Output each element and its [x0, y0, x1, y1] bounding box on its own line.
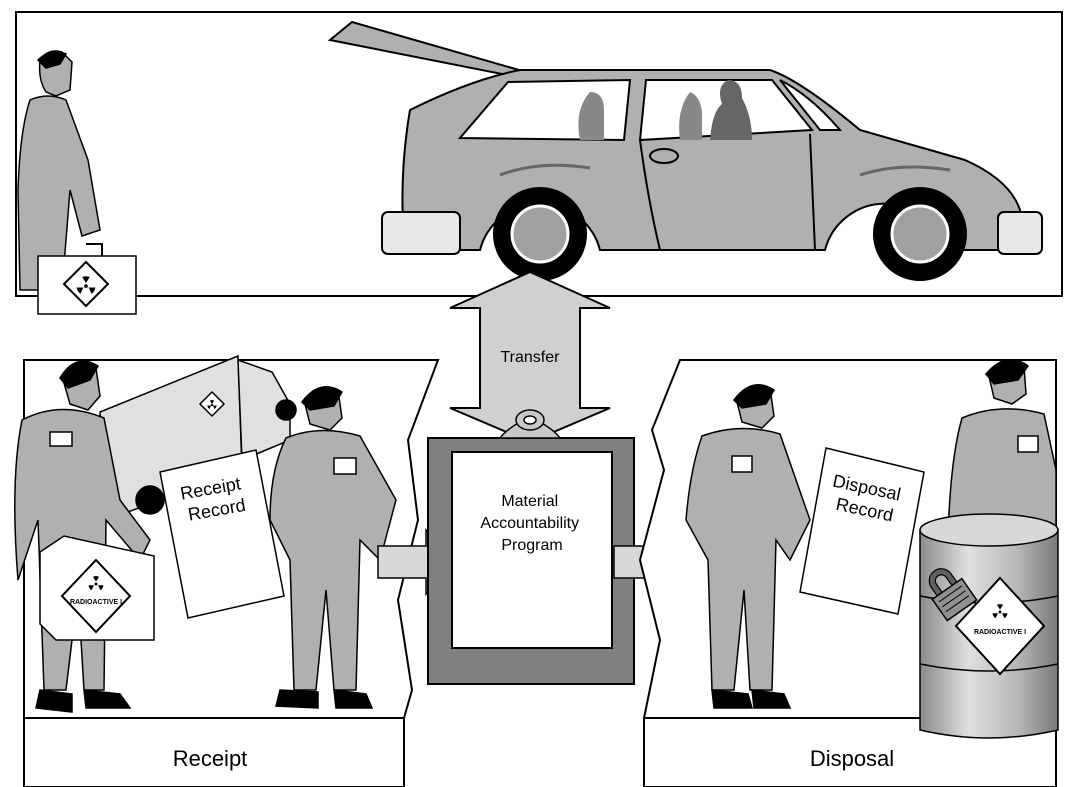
clipboard-line-3: Program	[501, 537, 562, 554]
drum-radioactive-label: RADIOACTIVE I	[974, 629, 1026, 636]
box-radioactive-label: RADIOACTIVE I	[70, 599, 122, 606]
clipboard-line-2: Accountability	[480, 515, 579, 532]
receipt-panel-label: Receipt	[173, 746, 248, 771]
svg-text:Material Accountability: Material Accountability Program	[480, 493, 583, 554]
padlock-icon	[928, 568, 978, 622]
svg-text:Receipt Record: Receipt Record	[179, 473, 251, 526]
clipboard-line-1: Material	[501, 493, 558, 510]
disposal-record-document: Disposal Record	[799, 447, 925, 615]
receipt-record-document: Receipt Record	[159, 449, 285, 619]
radioactive-box: RADIOACTIVE I	[39, 535, 155, 641]
car	[327, 20, 1043, 281]
disposal-drum: RADIOACTIVE I	[919, 513, 1059, 739]
radioactive-case	[37, 243, 137, 315]
disposal-worker-left	[685, 384, 811, 709]
disposal-panel-label: Disposal	[810, 746, 894, 771]
receipt-panel-base	[23, 717, 405, 787]
courier-figure	[17, 50, 101, 291]
accountability-clipboard: Material Accountability Program	[427, 409, 635, 685]
transfer-label: Transfer	[501, 349, 561, 366]
receiving-worker-right	[269, 386, 397, 709]
